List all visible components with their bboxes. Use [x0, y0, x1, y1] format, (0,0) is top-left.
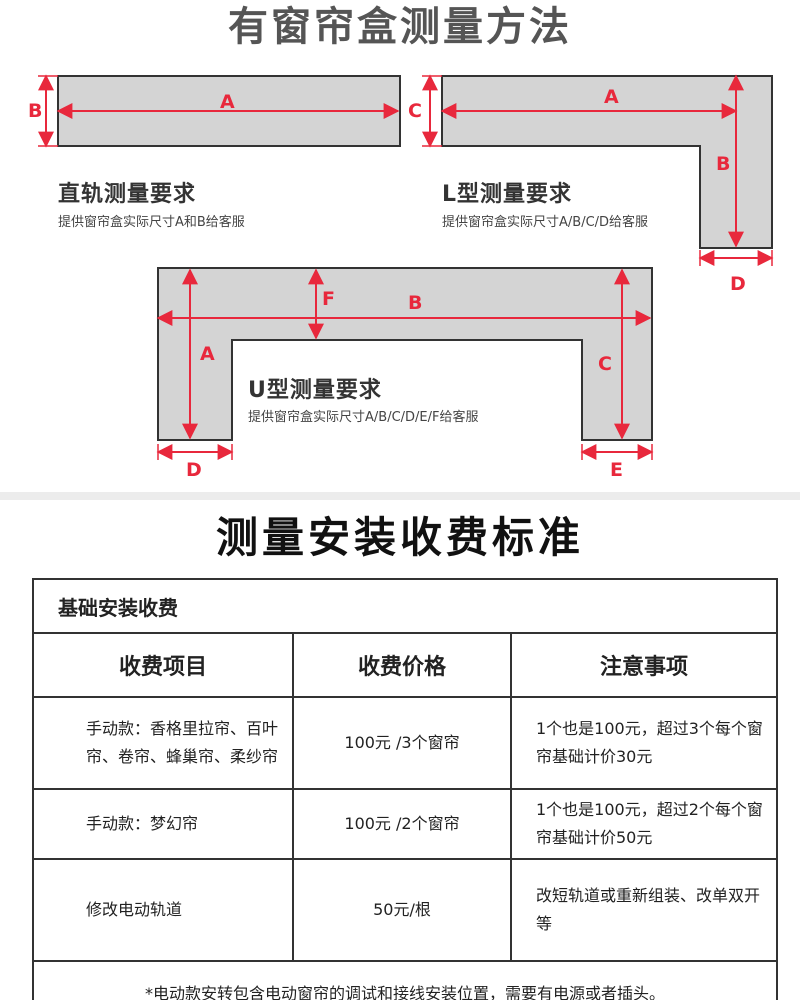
table-row: 手动款：香格里拉帘、百叶帘、卷帘、蜂巢帘、柔纱帘 100元 /3个窗帘 1个也是… [32, 696, 779, 790]
fee-section-label: 基础安装收费 [31, 578, 779, 634]
fee-table: 基础安装收费 收费项目 收费价格 注意事项 手动款：香格里拉帘、百叶帘、卷帘、蜂… [31, 578, 779, 1000]
fee-item-cell: 手动款：梦幻帘 [32, 788, 294, 860]
fee-price-cell: 100元 /3个窗帘 [292, 696, 512, 790]
fee-price-cell: 50元/根 [292, 858, 512, 962]
fee-price-cell: 100元 /2个窗帘 [292, 788, 512, 860]
u-shape-label-e: E [610, 459, 623, 481]
l-shape-label-c: C [408, 100, 422, 122]
u-shape-req-subtitle: 提供窗帘盒实际尺寸A/B/C/D/E/F给客服 [248, 410, 479, 425]
column-header-note: 注意事项 [509, 632, 779, 698]
measurement-section: 有窗帘盒测量方法 A B A [0, 0, 800, 492]
table-row: 手动款：梦幻帘 100元 /2个窗帘 1个也是100元，超过2个每个窗帘基础计价… [32, 788, 779, 860]
fee-title: 测量安装收费标准 [215, 513, 584, 562]
fee-item-cell: 修改电动轨道 [32, 858, 294, 962]
straight-label-a: A [220, 91, 235, 113]
column-header-price: 收费价格 [292, 632, 512, 698]
footnote-row: *电动款安转包含电动窗帘的调试和接线安装位置，需要有电源或者插头。 [31, 960, 779, 1000]
footnote-text: *电动款安转包含电动窗帘的调试和接线安装位置，需要有电源或者插头。 [31, 960, 779, 1000]
u-shape-label-a: A [200, 343, 215, 365]
straight-box-diagram: A B [28, 74, 401, 148]
straight-req-subtitle: 提供窗帘盒实际尺寸A和B给客服 [58, 215, 245, 230]
fee-section-row: 基础安装收费 [31, 578, 779, 634]
u-shape-label-f: F [322, 288, 335, 310]
fee-header-row: 收费项目 收费价格 注意事项 [32, 632, 779, 698]
l-shape-req-title: L型测量要求 [442, 182, 573, 207]
section-divider [0, 492, 800, 500]
l-shape-label-a: A [604, 86, 619, 108]
u-shape-diagram: A B C D E F [156, 267, 654, 481]
u-shape-label-c: C [598, 353, 612, 375]
page-title: 有窗帘盒测量方法 [228, 4, 572, 50]
l-shape-req-subtitle: 提供窗帘盒实际尺寸A/B/C/D给客服 [442, 215, 649, 230]
fee-note-cell: 改短轨道或重新组装、改单双开等 [509, 858, 779, 962]
fee-note-cell: 1个也是100元，超过3个每个窗帘基础计价30元 [509, 696, 779, 790]
l-shape-label-d: D [730, 273, 746, 295]
straight-label-b: B [28, 100, 42, 122]
u-shape-label-b: B [408, 292, 422, 314]
l-shape-diagram: A B C D [408, 74, 774, 295]
fee-item-cell: 手动款：香格里拉帘、百叶帘、卷帘、蜂巢帘、柔纱帘 [32, 696, 294, 790]
fee-section: 测量安装收费标准 基础安装收费 收费项目 收费价格 注意事项 手动款：香格里拉帘… [0, 500, 800, 1000]
fee-note-cell: 1个也是100元，超过2个每个窗帘基础计价50元 [509, 788, 779, 860]
u-shape-label-d: D [186, 459, 202, 481]
measurement-diagrams: A B A B C D [28, 74, 774, 481]
column-header-item: 收费项目 [32, 632, 294, 698]
u-shape-req-title: U型测量要求 [248, 378, 382, 403]
straight-req-title: 直轨测量要求 [58, 182, 197, 207]
table-row: 修改电动轨道 50元/根 改短轨道或重新组装、改单双开等 [32, 858, 779, 962]
l-shape-label-b: B [716, 153, 730, 175]
